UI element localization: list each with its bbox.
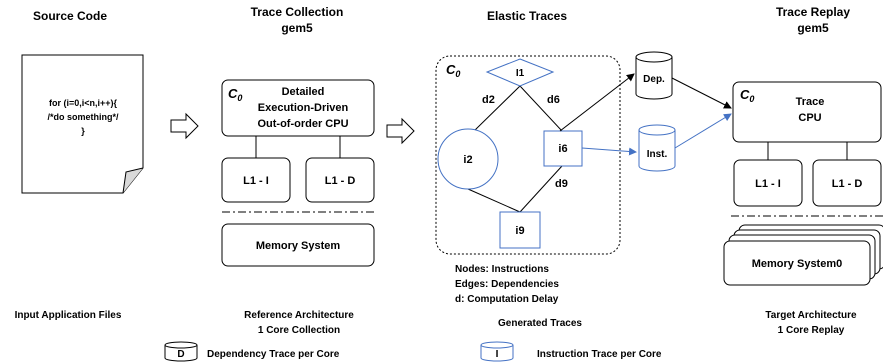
flow-arrow-2 bbox=[386, 117, 415, 145]
node-i6-label: i6 bbox=[558, 143, 567, 155]
arrow-i6-to-dep bbox=[559, 73, 635, 132]
l1i-cache-box bbox=[221, 157, 291, 203]
edge-i6-i9 bbox=[519, 165, 563, 213]
legend-inst-label: Instruction Trace per Core bbox=[537, 349, 662, 360]
source-code-line-1: for (i=0,i<n,i++){ bbox=[49, 98, 118, 108]
edge-i2-i9 bbox=[467, 188, 521, 213]
replay-l1i-cache-label: L1 - I bbox=[755, 178, 781, 190]
dep-trace-db-top bbox=[635, 51, 673, 63]
inst-trace-db bbox=[638, 130, 676, 172]
inst-trace-db-top bbox=[638, 124, 676, 136]
caption-reference-architecture: Reference Architecture bbox=[244, 310, 354, 321]
graph-legend-line-2: Edges: Dependencies bbox=[455, 279, 559, 290]
graph-legend-line-3: d: Computation Delay bbox=[455, 294, 559, 305]
detailed-cpu-line-3: Out-of-order CPU bbox=[257, 118, 348, 130]
node-i1 bbox=[485, 58, 555, 87]
header-trace-collection-sub: gem5 bbox=[281, 21, 313, 35]
caption-core-replay: 1 Core Replay bbox=[778, 325, 845, 336]
core-label: C0 bbox=[228, 86, 242, 103]
header-source-code: Source Code bbox=[33, 9, 107, 23]
trace-cpu-line-2: CPU bbox=[798, 112, 821, 124]
legend-dep-db-top bbox=[164, 341, 198, 349]
caption-target-architecture: Target Architecture bbox=[765, 310, 857, 321]
dep-trace-label: Dep. bbox=[643, 74, 665, 85]
legend-dep-label: Dependency Trace per Core bbox=[207, 349, 340, 360]
detailed-cpu-line-1: Detailed bbox=[282, 86, 325, 98]
node-i1-label: I1 bbox=[516, 68, 525, 79]
caption-input-files: Input Application Files bbox=[15, 310, 122, 321]
inst-trace-label: Inst. bbox=[647, 149, 668, 160]
replay-l1d-cache-box bbox=[812, 159, 882, 207]
arrow-dep-to-replay bbox=[671, 77, 732, 109]
edge-d6-label: d6 bbox=[547, 94, 560, 106]
replay-memory-system-label: Memory System0 bbox=[752, 258, 843, 270]
replay-l1i-cache-box bbox=[733, 159, 803, 207]
l1i-cache-label: L1 - I bbox=[243, 175, 269, 187]
source-code-line-2: /*do something*/ bbox=[47, 112, 119, 122]
elastic-trace-container bbox=[435, 55, 621, 255]
legend-inst-db-icon bbox=[480, 345, 514, 362]
edge-i1-i6 bbox=[519, 85, 563, 132]
elastic-core-label: C0 bbox=[446, 62, 460, 79]
edge-d9-label: d9 bbox=[555, 178, 568, 190]
header-elastic-traces: Elastic Traces bbox=[487, 9, 567, 23]
node-i9-label: i9 bbox=[515, 225, 524, 237]
memory-system-box bbox=[221, 223, 375, 267]
arrow-i6-to-inst bbox=[581, 147, 637, 156]
trace-cpu-box bbox=[732, 81, 882, 143]
detailed-cpu-line-2: Execution-Driven bbox=[258, 102, 349, 114]
l1d-cache-label: L1 - D bbox=[325, 175, 356, 187]
flow-arrow-1 bbox=[170, 112, 199, 140]
node-i9 bbox=[499, 211, 541, 249]
node-i2 bbox=[437, 128, 499, 190]
arrow-inst-to-replay bbox=[674, 113, 732, 149]
caption-generated-traces: Generated Traces bbox=[498, 318, 582, 329]
legend-dep-symbol: D bbox=[177, 349, 184, 360]
memory-system-label: Memory System bbox=[256, 240, 341, 252]
node-i2-label: i2 bbox=[463, 154, 472, 166]
dep-trace-db bbox=[635, 57, 673, 100]
l1d-cache-box bbox=[305, 157, 375, 203]
edge-i1-i2 bbox=[473, 85, 521, 132]
replay-l1d-cache-label: L1 - D bbox=[832, 178, 863, 190]
edge-d2-label: d2 bbox=[482, 94, 495, 106]
source-code-line-3: } bbox=[81, 126, 85, 136]
source-code-page bbox=[21, 54, 144, 194]
legend-inst-db-top bbox=[480, 341, 514, 349]
graph-legend-line-1: Nodes: Instructions bbox=[455, 264, 549, 275]
header-trace-collection: Trace Collection bbox=[251, 5, 344, 19]
caption-core-collection: 1 Core Collection bbox=[258, 325, 340, 336]
legend-dep-db-icon bbox=[164, 345, 198, 362]
header-trace-replay-sub: gem5 bbox=[797, 21, 829, 35]
replay-memory-system-box bbox=[723, 240, 871, 286]
replay-core-label: C0 bbox=[740, 87, 754, 104]
header-trace-replay: Trace Replay bbox=[776, 5, 850, 19]
page-fold bbox=[122, 167, 144, 194]
detailed-cpu-box bbox=[221, 79, 375, 137]
trace-cpu-line-1: Trace bbox=[796, 96, 825, 108]
legend-inst-symbol: I bbox=[496, 349, 499, 360]
